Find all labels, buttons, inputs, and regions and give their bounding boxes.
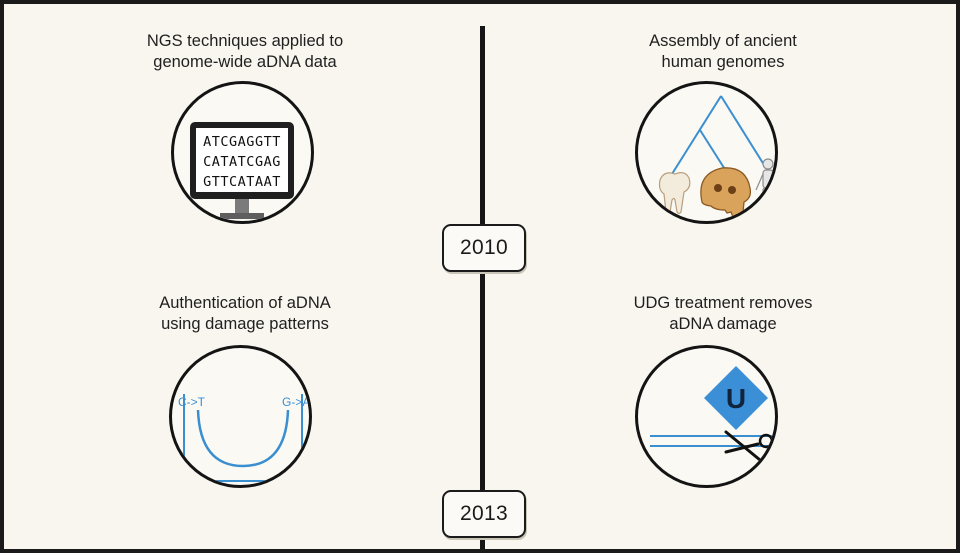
milestone-ngs-caption: NGS techniques applied to genome-wide aD… (95, 31, 395, 73)
monitor-icon: ATCGAGGTT CATATCGAG GTTCATAAT (190, 122, 294, 219)
milestone-udg-caption: UDG treatment removes aDNA damage (573, 293, 873, 335)
caption-line: Assembly of ancient (649, 32, 797, 50)
caption-line: UDG treatment removes (633, 294, 813, 312)
plot-axes (183, 394, 303, 482)
milestone-ngs-circle: ATCGAGGTT CATATCGAG GTTCATAAT (171, 81, 314, 224)
skull-icon (700, 167, 752, 218)
sequence-line: ATCGAGGTT (203, 134, 281, 150)
sequence-line: CATATCGAG (203, 154, 281, 170)
damage-label-c-to-t: C->T (178, 395, 206, 409)
sequence-line: GTTCATAAT (203, 174, 281, 190)
damage-curve (196, 409, 290, 468)
milestone-genomes-circle (635, 81, 778, 224)
milestone-authentication-caption: Authentication of aDNA using damage patt… (95, 293, 395, 335)
year-badge-2013: 2013 (442, 490, 526, 538)
milestone-udg-circle: U (635, 345, 778, 488)
milestone-authentication-circle: C->T G->A (169, 345, 312, 488)
monitor-base (220, 213, 264, 219)
tree-branches (671, 95, 767, 175)
milestone-genomes-caption: Assembly of ancient human genomes (573, 31, 873, 73)
phylogenetic-tree-icon (658, 95, 775, 219)
caption-line: using damage patterns (161, 315, 329, 333)
damage-pattern-plot-icon: C->T G->A (178, 394, 309, 482)
skeleton-icon (755, 158, 775, 219)
tooth-icon (658, 172, 691, 215)
uracil-diamond (704, 366, 768, 430)
monitor-neck (235, 199, 249, 213)
caption-line: Authentication of aDNA (159, 294, 331, 312)
caption-line: NGS techniques applied to (146, 32, 344, 50)
caption-line: aDNA damage (669, 315, 777, 333)
caption-line: human genomes (661, 53, 785, 71)
uracil-letter: U (726, 383, 746, 414)
caption-line: genome-wide aDNA data (153, 53, 337, 71)
scissors-icon (724, 430, 774, 474)
year-badge-2010: 2010 (442, 224, 526, 272)
damage-label-g-to-a: G->A (282, 395, 309, 409)
monitor-screen (196, 128, 288, 192)
udg-illustration: U (650, 366, 775, 474)
timeline-axis (480, 26, 485, 549)
